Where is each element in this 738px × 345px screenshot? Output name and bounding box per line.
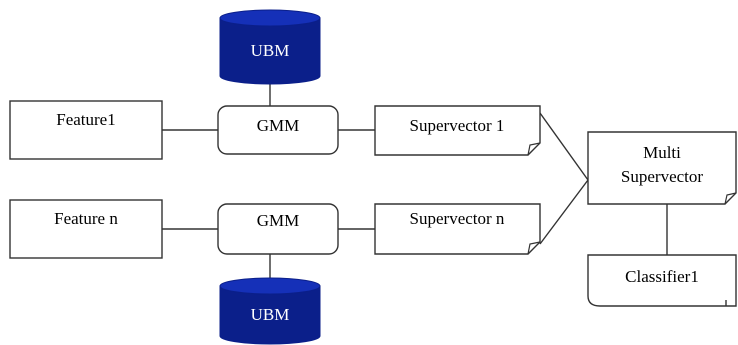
supervector-n-note: Supervector n [374,203,541,255]
edge-supervector1-multi [539,112,589,181]
ubm-bottom-label: UBM [251,305,290,324]
supervector1-label: Supervector 1 [410,116,505,135]
multi-supervector-line1: Multi [643,143,681,162]
gmm-n-box: GMM [217,203,339,255]
feature-n-box: Feature n [9,199,163,259]
gmm1-box: GMM [217,105,339,155]
ubm-bottom-database: UBM [219,277,321,345]
gmm-n-label: GMM [257,211,300,230]
multi-supervector-note: Multi Supervector [587,131,737,205]
edge-supervector-n-multi [539,179,589,245]
feature1-label: Feature1 [56,110,115,129]
ubm-top-database: UBM [219,9,321,85]
multi-supervector-line2: Supervector [621,167,703,186]
gmm1-label: GMM [257,116,300,135]
classifier-label: Classifier1 [625,267,699,286]
ubm-top-label: UBM [251,41,290,60]
supervector1-note: Supervector 1 [374,105,541,156]
classifier-box: Classifier1 [587,254,737,307]
supervector-n-label: Supervector n [410,209,505,228]
feature-n-label: Feature n [54,209,118,228]
feature1-box: Feature1 [9,100,163,160]
